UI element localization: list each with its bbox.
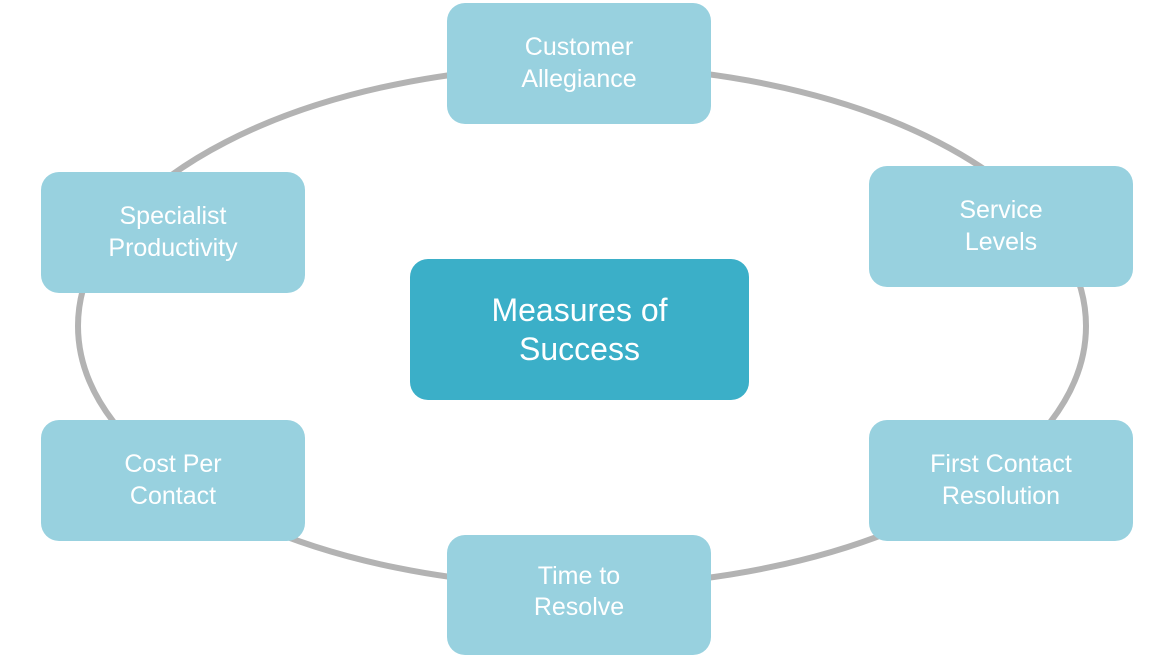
node-label: Service Levels	[959, 196, 1043, 256]
node-first-contact-resolution: First Contact Resolution	[869, 420, 1133, 541]
node-cost-per-contact: Cost Per Contact	[41, 420, 305, 541]
node-label: First Contact Resolution	[930, 450, 1072, 510]
node-label: Customer Allegiance	[521, 33, 637, 93]
center-label: Measures of Success	[491, 292, 668, 367]
center-node-measures-of-success: Measures of Success	[410, 259, 749, 400]
node-customer-allegiance: Customer Allegiance	[447, 3, 711, 124]
node-label: Time to Resolve	[533, 561, 625, 621]
node-time-to-resolve: Time to Resolve	[447, 535, 711, 655]
node-label: Specialist Productivity	[108, 202, 238, 262]
node-specialist-productivity: Specialist Productivity	[41, 172, 305, 293]
node-service-levels: Service Levels	[869, 166, 1133, 287]
node-label: Cost Per Contact	[124, 450, 222, 510]
